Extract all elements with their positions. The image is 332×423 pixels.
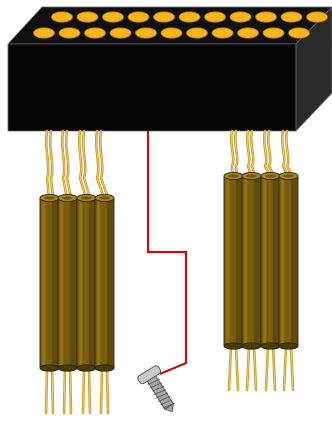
socket-top-11 [306,11,328,23]
right-wire-upper-b-2-highlight [250,130,256,177]
screw-thread-line [149,382,163,389]
left-wire-lower-b-3-highlight [88,367,91,414]
left-wire-bundle [39,129,115,415]
left-sleeve-1 [39,193,60,372]
left-wire-lower-b-2-highlight [69,367,72,414]
right-wire-lower-3-highlight [265,345,269,391]
right-wire-upper-b-3-highlight [267,130,275,177]
right-wire-lower-4-highlight [283,345,287,391]
left-wire-upper-4-highlight [95,130,105,199]
socket-top-1 [51,11,73,23]
right-wire-bundle [223,129,299,392]
right-wire-upper-b-1-highlight [234,130,238,177]
socket-bottom-3 [84,27,106,39]
left-wire-lower-1-highlight [45,367,48,414]
right-wire-lower-2-highlight [246,345,250,391]
screw-threads [146,374,175,413]
right-wire-upper-b-4 [284,129,294,178]
left-wire-upper-2-highlight [61,130,68,199]
right-sleeve-2 [241,171,262,350]
left-sleeve-4 [94,193,115,372]
socket-top-8 [229,11,252,23]
screw-thread-line [155,392,169,399]
right-bundle-lower-wires [227,344,295,392]
socket-bottom-1 [33,27,55,39]
socket-bottom-4 [109,27,132,39]
right-bundle-sleeves [223,171,299,350]
socket-top-4 [127,11,150,23]
left-bundle-sleeves [39,193,115,372]
left-wire-lower-b-4-highlight [106,367,109,414]
screw-tip [163,402,174,413]
left-wire-lower-3-highlight [82,367,85,414]
screw-icon [137,365,175,413]
right-wire-lower-b-2-highlight [253,345,257,391]
left-bundle-lower-wires [44,366,110,415]
socket-bottom-6 [160,27,183,39]
socket-top-9 [255,11,277,23]
screw-thread-line [153,389,167,396]
right-sleeve-1 [223,171,244,350]
right-wire-upper-1-highlight [230,130,234,177]
left-sleeve-2 [57,193,78,372]
screw-thread-line [147,378,160,385]
right-wire-upper-b-4-highlight [285,130,293,177]
left-wire-upper-1-highlight [45,130,50,199]
ground-wire [146,131,188,376]
right-wire-lower-b-1-highlight [235,345,239,391]
connector-front-face [7,43,297,132]
right-wire-upper-b-3 [266,129,276,178]
screw-thread-line [158,395,171,402]
right-wire-upper-4-highlight [281,130,289,177]
connector-block-icon [7,6,332,133]
socket-bottom-11 [288,27,310,39]
socket-bottom-8 [211,27,234,39]
right-wire-upper-2-highlight [246,130,252,177]
left-sleeve-3 [76,193,97,372]
right-wire-lower-1-highlight [228,345,232,391]
socket-top-7 [204,11,226,23]
screw-thread-line [151,385,165,392]
socket-top-6 [178,11,201,23]
right-wire-lower-b-4-highlight [290,345,294,391]
left-wire-lower-4-highlight [100,367,103,414]
right-wire-lower-b-3-highlight [272,345,276,391]
right-wire-upper-3-highlight [263,130,271,177]
socket-bottom-9 [237,27,259,39]
left-wire-lower-2-highlight [63,367,66,414]
left-bundle-upper-wires [44,129,110,200]
left-wire-upper-b-2-highlight [65,130,72,199]
left-wire-upper-b-3-highlight [82,130,91,199]
socket-bottom-7 [186,27,208,39]
socket-top-10 [280,11,303,23]
right-sleeve-4 [278,171,299,350]
socket-top-5 [153,11,175,23]
right-sleeve-3 [260,171,281,350]
screw-head [137,365,162,385]
socket-bottom-5 [135,27,157,39]
socket-top-3 [102,11,124,23]
left-wire-upper-3-highlight [78,130,87,199]
left-wire-upper-b-4-highlight [99,130,109,199]
socket-bottom-2 [58,27,81,39]
socket-row-group [33,11,328,39]
left-wire-lower-b-1-highlight [51,367,54,414]
right-bundle-upper-wires [229,129,294,178]
screw-thread-line [160,399,173,406]
socket-top-2 [76,11,99,23]
left-wire-upper-b-1-highlight [49,130,54,199]
socket-bottom-10 [262,27,285,39]
